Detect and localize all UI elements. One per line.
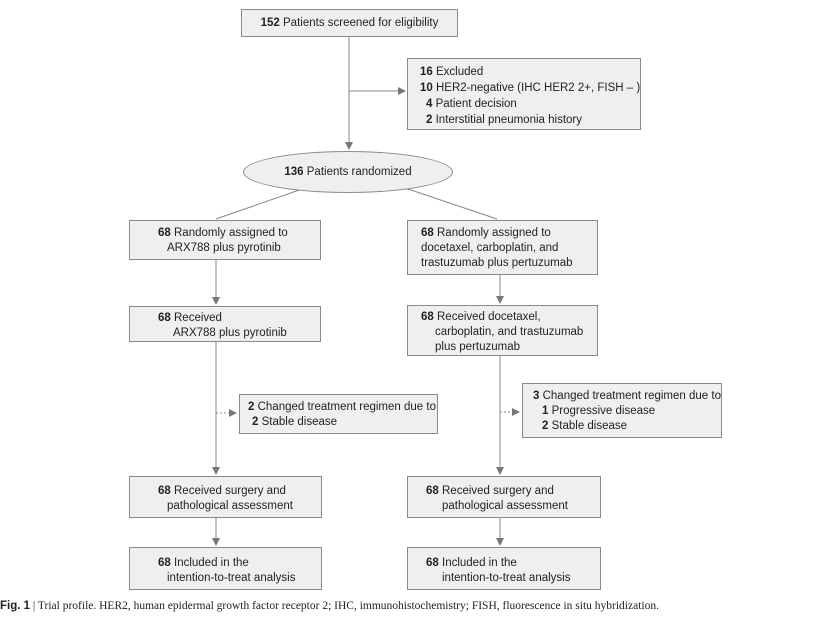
right-surgery-count: 68 — [426, 485, 439, 497]
left-assigned-box: 68 Randomly assigned to ARX788 plus pyro… — [129, 220, 321, 260]
right-changed-item-count: 1 — [542, 405, 549, 417]
excluded-item-label: Interstitial pneumonia history — [435, 114, 582, 126]
left-changed-count: 2 — [248, 401, 255, 413]
left-assigned-count: 68 — [158, 227, 171, 239]
left-itt-line2: intention-to-treat analysis — [167, 572, 296, 584]
excluded-box: 16 Excluded 10 HER2-negative (IHC HER2 2… — [407, 58, 641, 130]
excluded-item-count: 10 — [420, 82, 433, 94]
right-surgery-line2: pathological assessment — [442, 500, 568, 512]
excluded-total-label: Excluded — [436, 66, 484, 78]
right-changed-box: 3 Changed treatment regimen due to 1 Pro… — [522, 383, 722, 438]
right-itt-line2: intention-to-treat analysis — [442, 572, 571, 584]
right-changed-item-count: 2 — [542, 420, 549, 432]
randomized-label: Patients randomized — [306, 166, 412, 178]
right-received-box: 68 Received docetaxel, carboplatin, and … — [407, 305, 598, 356]
left-received-count: 68 — [158, 312, 171, 324]
left-changed-item-label: Stable disease — [261, 416, 338, 428]
left-received-line1: Received — [174, 312, 222, 324]
right-surgery-box: 68 Received surgery and pathological ass… — [407, 476, 601, 518]
left-surgery-box: 68 Received surgery and pathological ass… — [129, 476, 322, 518]
right-received-line1: Received docetaxel, — [437, 311, 541, 323]
left-surgery-count: 68 — [158, 485, 171, 497]
screened-label: Patients screened for eligibility — [283, 17, 439, 29]
right-itt-line1: Included in the — [442, 557, 517, 569]
left-assigned-line1: Randomly assigned to — [174, 227, 288, 239]
right-assigned-count: 68 — [421, 227, 434, 239]
right-changed-item-label: Stable disease — [551, 420, 628, 432]
right-changed-item-label: Progressive disease — [551, 405, 656, 417]
right-changed-label: Changed treatment regimen due to — [542, 390, 721, 402]
randomized-ellipse: 136 Patients randomized — [243, 151, 453, 193]
screened-box: 152 Patients screened for eligibility — [241, 9, 458, 37]
connector-lines — [212, 37, 520, 546]
screened-count: 152 — [260, 17, 280, 29]
right-itt-count: 68 — [426, 557, 439, 569]
left-received-box: 68 Received ARX788 plus pyrotinib — [129, 306, 321, 342]
excluded-item-label: HER2-negative (IHC HER2 2+, FISH – ) — [436, 82, 641, 94]
right-itt-box: 68 Included in the intention-to-treat an… — [407, 547, 601, 590]
left-received-line2: ARX788 plus pyrotinib — [173, 327, 287, 339]
left-changed-label: Changed treatment regimen due to — [257, 401, 436, 413]
left-itt-box: 68 Included in the intention-to-treat an… — [129, 547, 322, 590]
right-assigned-line3: trastuzumab plus pertuzumab — [421, 257, 573, 269]
left-changed-box: 2 Changed treatment regimen due to 2 Sta… — [239, 394, 438, 434]
left-surgery-line2: pathological assessment — [167, 500, 293, 512]
right-assigned-line2: docetaxel, carboplatin, and — [421, 242, 559, 254]
excluded-total-count: 16 — [420, 66, 433, 78]
figure-caption: Fig. 1 | Trial profile. HER2, human epid… — [0, 600, 831, 612]
left-itt-count: 68 — [158, 557, 171, 569]
right-received-count: 68 — [421, 311, 434, 323]
caption-separator: | — [30, 600, 38, 612]
right-surgery-line1: Received surgery and — [442, 485, 554, 497]
excluded-item-count: 2 — [426, 114, 433, 126]
randomized-count: 136 — [284, 166, 304, 178]
caption-text: Trial profile. HER2, human epidermal gro… — [37, 600, 659, 612]
left-surgery-line1: Received surgery and — [174, 485, 286, 497]
right-changed-count: 3 — [533, 390, 540, 402]
right-received-line3: plus pertuzumab — [435, 341, 521, 353]
excluded-item-label: Patient decision — [435, 98, 517, 110]
left-assigned-line2: ARX788 plus pyrotinib — [167, 242, 281, 254]
caption-label: Fig. 1 — [0, 600, 31, 612]
left-changed-item-count: 2 — [252, 416, 259, 428]
right-assigned-box: 68 Randomly assigned to docetaxel, carbo… — [407, 220, 598, 275]
right-received-line2: carboplatin, and trastuzumab — [435, 326, 584, 338]
right-assigned-line1: Randomly assigned to — [437, 227, 551, 239]
left-itt-line1: Included in the — [174, 557, 249, 569]
excluded-item-count: 4 — [426, 98, 433, 110]
